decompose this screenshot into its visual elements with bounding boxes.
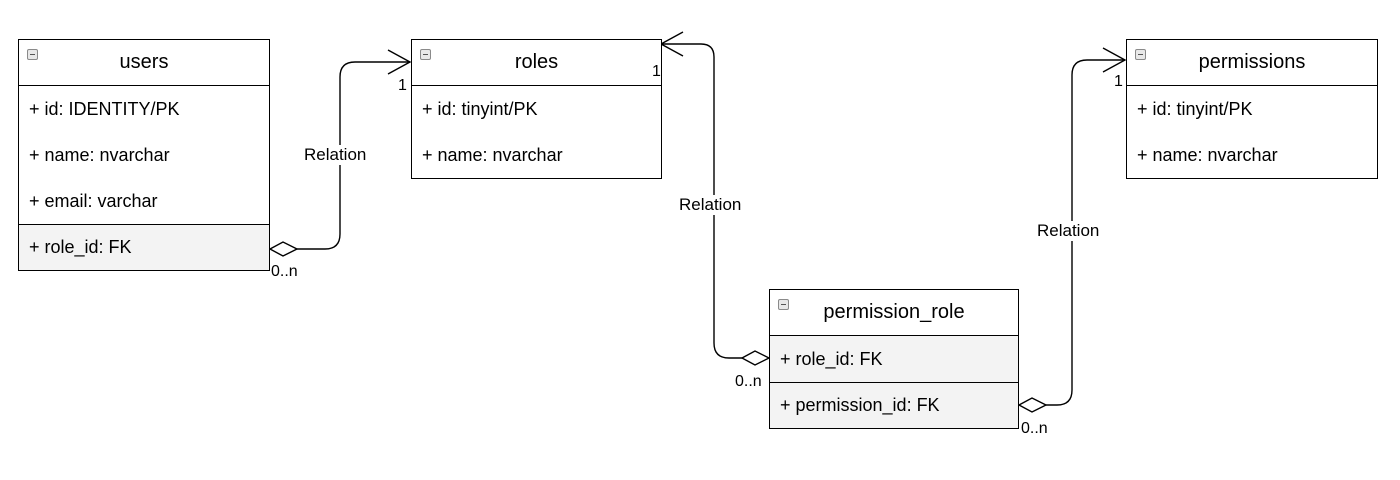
field-row[interactable]: + id: IDENTITY/PK bbox=[29, 98, 180, 119]
relation-label: Relation bbox=[302, 145, 369, 165]
multiplicity-label: 0..n bbox=[271, 263, 298, 280]
multiplicity-label: 1 bbox=[1114, 73, 1123, 90]
entity-header-permissions[interactable]: permissions bbox=[1127, 40, 1377, 86]
entity-title: permission_role bbox=[823, 301, 965, 323]
arrowhead-permissions bbox=[1102, 47, 1127, 73]
field-row[interactable]: + id: tinyint/PK bbox=[422, 98, 538, 119]
entity-permissions[interactable]: permissions + id: tinyint/PK + name: nva… bbox=[1126, 39, 1378, 179]
entity-title: roles bbox=[514, 51, 559, 73]
entity-header-permission-role[interactable]: permission_role bbox=[770, 290, 1018, 336]
multiplicity-label: 0..n bbox=[735, 373, 762, 390]
entity-header-roles[interactable]: roles bbox=[412, 40, 661, 86]
fk-field-row[interactable]: + role_id: FK bbox=[19, 224, 269, 270]
field-row[interactable]: + name: nvarchar bbox=[29, 144, 170, 165]
aggregation-diamond-permission-role-permission-id bbox=[1017, 397, 1048, 413]
fk-field-row[interactable]: + role_id: FK bbox=[770, 336, 1018, 382]
entity-permission-role[interactable]: permission_role + role_id: FK + permissi… bbox=[769, 289, 1019, 429]
collapse-icon[interactable] bbox=[27, 49, 38, 60]
field-row[interactable]: + name: nvarchar bbox=[422, 144, 563, 165]
multiplicity-label: 0..n bbox=[1021, 420, 1048, 437]
fk-field-row[interactable]: + permission_id: FK bbox=[770, 382, 1018, 428]
field-row[interactable]: + email: varchar bbox=[29, 190, 158, 211]
aggregation-diamond-permission-role-role-id bbox=[740, 350, 771, 366]
aggregation-diamond-users bbox=[268, 241, 299, 257]
field-row[interactable]: + name: nvarchar bbox=[1137, 144, 1278, 165]
relation-label: Relation bbox=[677, 195, 744, 215]
collapse-icon[interactable] bbox=[778, 299, 789, 310]
entity-title: permissions bbox=[1198, 51, 1306, 73]
multiplicity-label: 1 bbox=[398, 77, 407, 94]
arrowhead-roles-left bbox=[387, 49, 412, 75]
relation-label: Relation bbox=[1035, 221, 1102, 241]
collapse-icon[interactable] bbox=[420, 49, 431, 60]
entity-header-users[interactable]: users bbox=[19, 40, 269, 86]
entity-users[interactable]: users + id: IDENTITY/PK + name: nvarchar… bbox=[18, 39, 270, 271]
collapse-icon[interactable] bbox=[1135, 49, 1146, 60]
entity-roles[interactable]: roles + id: tinyint/PK + name: nvarchar bbox=[411, 39, 662, 179]
multiplicity-label: 1 bbox=[652, 63, 661, 80]
field-row[interactable]: + id: tinyint/PK bbox=[1137, 98, 1253, 119]
entity-title: users bbox=[119, 51, 169, 73]
